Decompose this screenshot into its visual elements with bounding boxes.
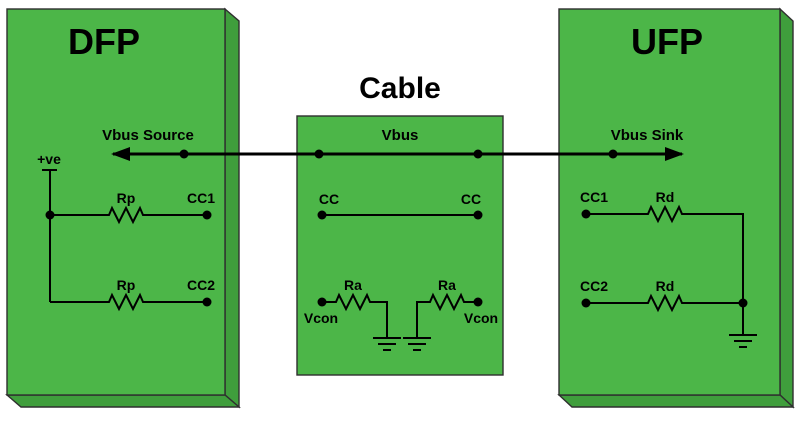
cable-cc-right-label: CC bbox=[461, 191, 481, 207]
dfp-rail-junction-dot bbox=[45, 210, 55, 220]
vbus-bus bbox=[111, 147, 684, 161]
ufp-cc1-pin-dot bbox=[581, 209, 591, 219]
dfp-rp1-label: Rp bbox=[117, 190, 136, 206]
cable-ra-right-label: Ra bbox=[438, 277, 456, 293]
vbus-cable-right-dot bbox=[473, 149, 483, 159]
ufp-rd1-label: Rd bbox=[656, 189, 675, 205]
cable-vcon-left-dot bbox=[317, 297, 327, 307]
cable-block: Cable Vbus CC CC Ra Vcon Ra Vcon bbox=[296, 72, 504, 376]
ufp-rd2-label: Rd bbox=[656, 278, 675, 294]
cable-cc-right-dot bbox=[473, 210, 483, 220]
cable-ra-left-label: Ra bbox=[344, 277, 362, 293]
ufp-vbus-sink-label: Vbus Sink bbox=[611, 127, 684, 144]
vbus-dfp-dot bbox=[179, 149, 189, 159]
dfp-rp1-resistor-symbol bbox=[50, 205, 207, 225]
dfp-block-face bbox=[6, 8, 226, 396]
dfp-block-side bbox=[224, 7, 240, 409]
dfp-cc1-label: CC1 bbox=[187, 190, 215, 206]
cable-ground-right-icon bbox=[403, 337, 431, 351]
cable-ra-right-resistor-symbol bbox=[416, 292, 478, 338]
cable-vcon-left-label: Vcon bbox=[304, 310, 338, 326]
ufp-cc1-label: CC1 bbox=[580, 189, 608, 205]
cable-vcon-right-label: Vcon bbox=[464, 310, 498, 326]
ufp-rd2-resistor-symbol bbox=[586, 293, 743, 313]
cable-cc-left-label: CC bbox=[319, 191, 339, 207]
ufp-block: UFP Vbus Sink CC1 Rd CC2 Rd bbox=[557, 7, 795, 409]
ufp-ground-icon bbox=[729, 334, 757, 348]
cable-cc-left-dot bbox=[317, 210, 327, 220]
dfp-vbus-source-label: Vbus Source bbox=[102, 127, 194, 144]
dfp-block-bottom bbox=[5, 394, 241, 408]
vbus-cable-left-dot bbox=[314, 149, 324, 159]
vbus-right-arrowhead-icon bbox=[665, 147, 684, 161]
dfp-rp2-label: Rp bbox=[117, 277, 136, 293]
dfp-supply-label: +ve bbox=[37, 151, 61, 167]
ufp-title: UFP bbox=[631, 21, 703, 62]
dfp-block: DFP Vbus Source +ve Rp CC1 Rp CC2 bbox=[5, 7, 241, 409]
vbus-ufp-dot bbox=[608, 149, 618, 159]
ufp-block-bottom bbox=[557, 394, 795, 408]
ufp-block-side bbox=[779, 7, 794, 409]
dfp-cc2-pin-dot bbox=[202, 297, 212, 307]
cable-ground-left-icon bbox=[373, 337, 401, 351]
ufp-cc2-pin-dot bbox=[581, 298, 591, 308]
dfp-title: DFP bbox=[68, 21, 140, 62]
cable-title: Cable bbox=[359, 72, 441, 105]
dfp-rp2-resistor-symbol bbox=[50, 292, 207, 312]
ufp-cc2-label: CC2 bbox=[580, 278, 608, 294]
cable-vbus-label: Vbus bbox=[382, 127, 419, 144]
cable-ra-left-resistor-symbol bbox=[322, 292, 388, 338]
dfp-cc1-pin-dot bbox=[202, 210, 212, 220]
dfp-cc2-label: CC2 bbox=[187, 277, 215, 293]
cable-vcon-right-dot bbox=[473, 297, 483, 307]
ufp-rd1-resistor-symbol bbox=[586, 204, 744, 303]
vbus-left-arrowhead-icon bbox=[111, 147, 130, 161]
cable-block-face bbox=[296, 115, 504, 376]
